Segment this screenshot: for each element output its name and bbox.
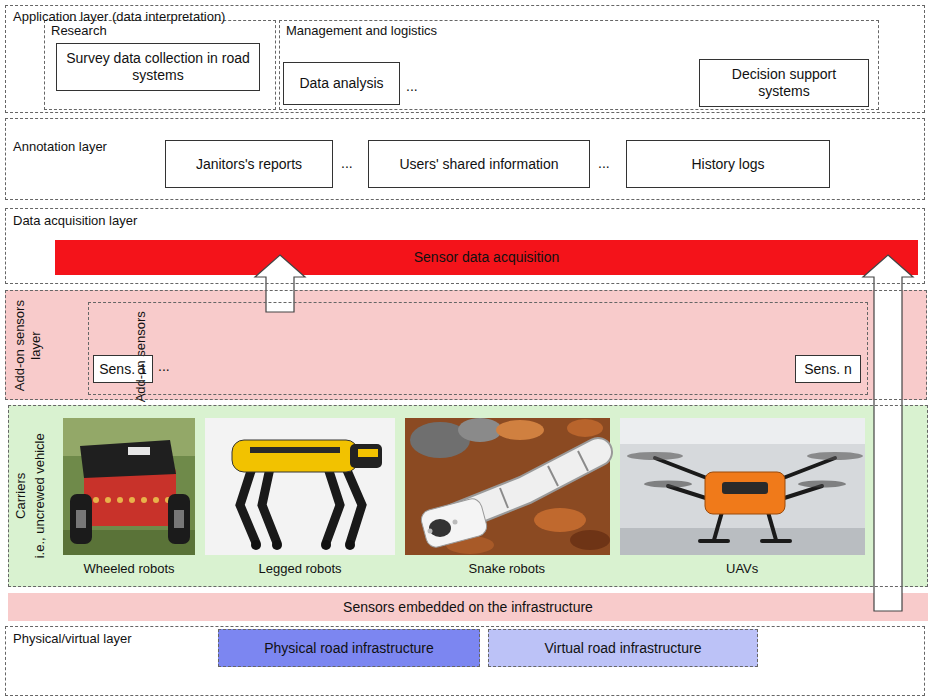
box-text: Sens. n <box>804 361 851 378</box>
box-text: Virtual road infrastructure <box>545 640 702 657</box>
group-box: Management and logisticsData analysis Dec… <box>279 20 879 110</box>
text-holder: Application layer (data interpretation) <box>13 9 225 25</box>
ellipsis-label: ... <box>406 78 418 95</box>
node-fill <box>165 140 333 188</box>
label-holder: Snake robots <box>469 561 546 577</box>
ellipsis-label: ... <box>598 155 610 172</box>
ellipsis-label: ... <box>158 358 170 375</box>
label-holder: ... <box>406 78 418 95</box>
layer-title: Physical/virtual layer <box>13 631 132 647</box>
node-fill <box>795 355 861 383</box>
layer-band: Add-on sensors layerAdd-on sensorsSens. … <box>5 290 927 400</box>
layer-panel: Application layer (data interpretation)R… <box>5 5 925 113</box>
carrier-label: Snake robots <box>469 561 546 577</box>
carrier-label: Wheeled robots <box>84 561 175 577</box>
node-fill <box>368 140 590 188</box>
layer-panel: Physical/virtual layerPhysical road infr… <box>5 626 925 696</box>
vertical-title: Add-on sensors layer <box>12 295 43 395</box>
layer-title: Data acquisition layer <box>13 213 137 229</box>
layer-title: Management and logistics <box>286 23 437 39</box>
node-fill <box>56 43 260 91</box>
layer-title: Add-on sensors <box>133 311 149 402</box>
text-holder: Add-on sensors <box>133 311 149 402</box>
source-box: History logs <box>626 140 830 188</box>
layer-band: Sensors embedded on the infrastructure <box>8 593 928 621</box>
box-text: Sensor data acquisition <box>414 249 560 266</box>
layer-title: Annotation layer <box>13 139 107 155</box>
label-holder: ... <box>341 155 353 172</box>
process-box: Decision support systems <box>699 59 869 107</box>
node-fill <box>699 59 869 107</box>
box-text: Data analysis <box>299 75 383 92</box>
group-box: ResearchSurvey data collection in road s… <box>44 20 276 110</box>
label-holder: Wheeled robots <box>84 561 175 577</box>
source-box: Users' shared information <box>368 140 590 188</box>
layer-title: Research <box>51 23 107 39</box>
carrier-label: UAVs <box>726 561 758 577</box>
group-box: Add-on sensorsSens. 1Sens. n <box>88 302 868 395</box>
text-holder: Annotation layer <box>13 139 107 155</box>
text-holder: Add-on sensors layer <box>12 295 43 395</box>
box-text: Decision support systems <box>708 66 860 100</box>
node-fill <box>283 62 400 105</box>
infrastructure-box: Virtual road infrastructure <box>488 629 758 667</box>
box-text: Sensors embedded on the infrastructure <box>343 599 593 616</box>
node-fill <box>8 405 928 587</box>
vertical-title: Carriers <box>13 473 29 519</box>
text-holder: Management and logistics <box>286 23 437 39</box>
sensor-box: Sens. 1 <box>93 355 153 383</box>
box-text: Janitors's reports <box>196 156 302 173</box>
layer-band: Carriersi.e., uncrewed vehicle <box>8 405 928 587</box>
box-text: Users' shared information <box>399 156 558 173</box>
carrier-label: Legged robots <box>259 561 342 577</box>
label-holder: UAVs <box>726 561 758 577</box>
block-arrow <box>863 255 913 611</box>
source-box: Janitors's reports <box>165 140 333 188</box>
text-holder: i.e., uncrewed vehicle <box>31 433 47 558</box>
ellipsis-label: ... <box>341 155 353 172</box>
sensor-box: Sens. n <box>795 355 861 383</box>
text-holder: Carriers <box>13 473 29 519</box>
uav-photo <box>620 418 865 555</box>
text-holder: Data acquisition layer <box>13 213 137 229</box>
data-bar: Sensor data acquisition <box>55 240 918 275</box>
process-box: Survey data collection in road systems <box>56 43 260 91</box>
label-holder: Legged robots <box>259 561 342 577</box>
text-holder: Physical/virtual layer <box>13 631 132 647</box>
box-text: History logs <box>691 156 764 173</box>
legged-robot-photo <box>205 418 395 555</box>
layer-panel: Annotation layerJanitors's reports Users'… <box>5 118 925 200</box>
node-fill <box>55 240 918 275</box>
box-text: Physical road infrastructure <box>264 640 434 657</box>
snake-robot-photo <box>405 418 610 555</box>
box-text: Sens. 1 <box>99 361 146 378</box>
box-text: Survey data collection in road systems <box>65 50 251 84</box>
wheeled-robot-photo <box>63 418 195 555</box>
layer-panel: Data acquisition layerSensor data acquis… <box>5 208 925 284</box>
node-fill <box>8 593 928 621</box>
label-holder: ... <box>598 155 610 172</box>
node-fill <box>626 140 830 188</box>
process-box: Data analysis <box>283 62 400 105</box>
layer-title: Application layer (data interpretation) <box>13 9 225 25</box>
node-fill <box>218 629 480 667</box>
infrastructure-box: Physical road infrastructure <box>218 629 480 667</box>
vertical-title: i.e., uncrewed vehicle <box>31 433 47 558</box>
label-holder: ... <box>158 358 170 375</box>
node-fill <box>488 629 758 667</box>
text-holder: Research <box>51 23 107 39</box>
